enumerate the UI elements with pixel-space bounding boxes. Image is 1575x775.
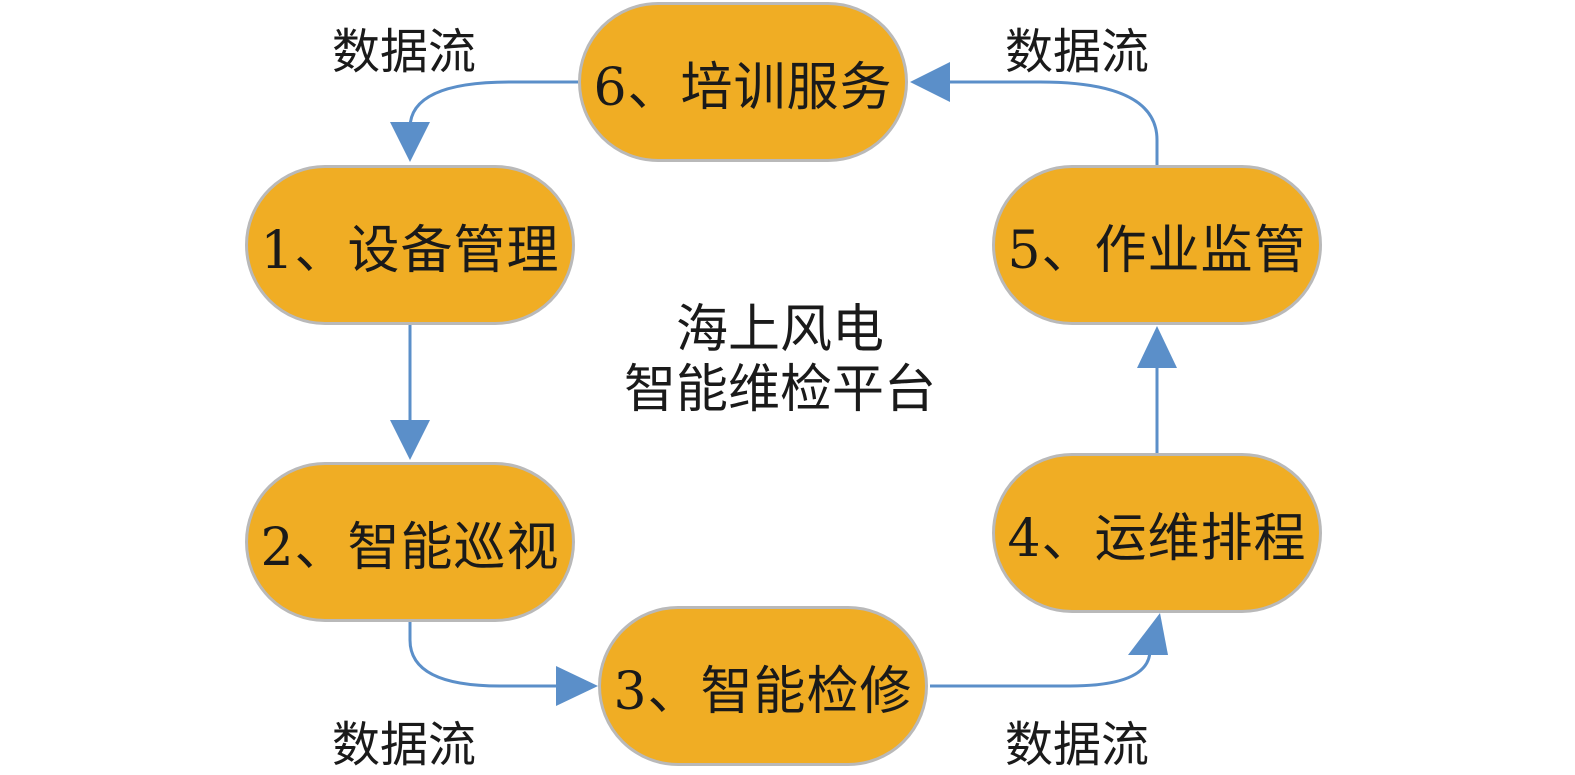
arrow-3-to-4 [930,649,1152,688]
arrowhead-2-to-3 [556,666,598,706]
node-maintenance-scheduling: 4、运维排程 [992,453,1322,613]
node-operation-supervision-label: 5、作业监管 [1007,220,1307,281]
node-training-service-label: 6、培训服务 [593,57,893,118]
node-operation-supervision: 5、作业监管 [992,165,1322,325]
node-smart-repair: 3、智能检修 [598,606,928,766]
node-equipment-management-label: 1、设备管理 [260,220,560,281]
flow-label-top-right: 数据流 [1005,24,1150,80]
flow-label-bottom-left: 数据流 [332,717,477,773]
node-training-service: 6、培训服务 [578,2,908,162]
arrowhead-4-to-5 [1137,326,1177,368]
node-smart-repair-label: 3、智能检修 [613,661,913,722]
arrowhead-3-to-4 [1128,613,1168,655]
arrow-2-to-3 [408,622,560,688]
center-title-line2: 智能维检平台 [623,360,936,420]
node-equipment-management: 1、设备管理 [245,165,575,325]
node-smart-patrol: 2、智能巡视 [245,462,575,622]
flow-label-top-left: 数据流 [332,24,477,80]
arrowhead-1-to-2 [390,420,430,460]
node-maintenance-scheduling-label: 4、运维排程 [1007,508,1307,569]
center-platform-title: 海上风电 智能维检平台 [560,300,1000,420]
arrow-6-to-1 [408,80,578,129]
arrowhead-5-to-6 [910,62,950,102]
arrow-5-to-6 [950,80,1159,165]
node-smart-patrol-label: 2、智能巡视 [260,517,560,578]
arrowhead-6-to-1 [390,122,430,162]
center-title-line1: 海上风电 [675,300,884,360]
flow-label-bottom-right: 数据流 [1005,717,1150,773]
